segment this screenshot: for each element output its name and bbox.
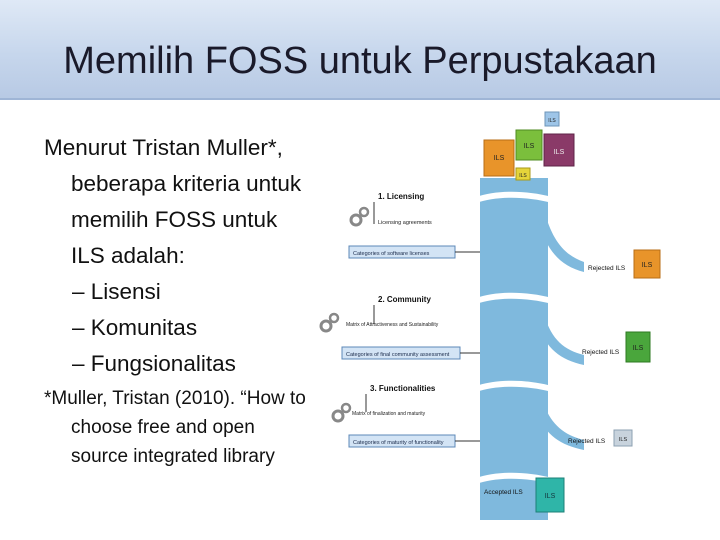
bullet-license: – Lisensi [72, 279, 161, 304]
bullet-functionality: – Fungsionalitas [72, 351, 236, 376]
ils-box-top-small: ILS [544, 111, 560, 127]
svg-text:ILS: ILS [524, 143, 535, 150]
intro-text: Menurut Tristan Muller*, beberapa kriter… [44, 135, 302, 268]
stage-divider-3 [476, 380, 552, 392]
stage-category-functionalities: Categories of maturity of functionality [353, 440, 444, 446]
svg-text:ILS: ILS [494, 155, 505, 162]
ils-diagram-svg: ILS ILS ILS ILS ILS 1. Licensing Licensi… [319, 111, 661, 520]
stage-divider-2 [476, 292, 552, 304]
ils-box-orange: ILS [483, 139, 515, 177]
slide-body: Menurut Tristan Muller*, beberapa kriter… [44, 130, 314, 471]
svg-text:ILS: ILS [619, 437, 628, 443]
ils-selection-diagram: ILS ILS ILS ILS ILS 1. Licensing Licensi… [316, 100, 669, 520]
accepted-label: Accepted ILS [484, 489, 523, 496]
stage-divider-4 [476, 472, 552, 484]
slide-title: Memilih FOSS untuk Perpustakaan [63, 40, 657, 82]
svg-text:ILS: ILS [554, 149, 565, 156]
funnel-band [480, 178, 548, 520]
reject-branch-3 [538, 405, 584, 450]
stage-divider-1 [476, 191, 552, 203]
stage-title-community: 2. Community [378, 295, 431, 304]
title-band [0, 0, 720, 100]
stage-item-licensing: Licensing agreements [378, 220, 432, 226]
reject-branch-2 [538, 315, 584, 365]
ils-box-purple: ILS [543, 133, 575, 167]
gear-icon [319, 312, 340, 333]
svg-text:ILS: ILS [642, 262, 653, 269]
ils-box-green: ILS [515, 129, 543, 161]
stage-item-functionalities: Matrix of finalization and maturity [352, 411, 426, 417]
svg-text:ILS: ILS [633, 345, 644, 352]
bullet-community: – Komunitas [72, 315, 198, 340]
stage-title-functionalities: 3. Functionalities [370, 384, 436, 393]
ils-box-yellow: ILS [515, 167, 531, 181]
rejected-label-3: Rejected ILS [568, 438, 606, 445]
stage-item-community: Matrix of Attractiveness and Sustainabil… [346, 322, 439, 328]
citation-text: *Muller, Tristan (2010). “How to choose … [44, 388, 306, 467]
svg-text:ILS: ILS [548, 118, 556, 124]
stage-title-licensing: 1. Licensing [378, 192, 424, 201]
stage-category-community: Categories of final community assessment [346, 352, 450, 358]
gear-icon [331, 402, 352, 423]
svg-text:ILS: ILS [519, 173, 527, 179]
ils-box-rejected-gray: ILS [613, 429, 633, 447]
ils-box-rejected-orange: ILS [633, 249, 661, 279]
rejected-label-2: Rejected ILS [582, 349, 620, 356]
gear-icon [349, 206, 370, 227]
rejected-label-1: Rejected ILS [588, 265, 626, 272]
stage-category-licensing: Categories of software licenses [353, 251, 430, 257]
reject-branch-1 [538, 210, 584, 272]
ils-box-rejected-green: ILS [625, 331, 651, 363]
ils-box-accepted-teal: ILS [535, 477, 565, 513]
svg-text:ILS: ILS [545, 493, 556, 500]
